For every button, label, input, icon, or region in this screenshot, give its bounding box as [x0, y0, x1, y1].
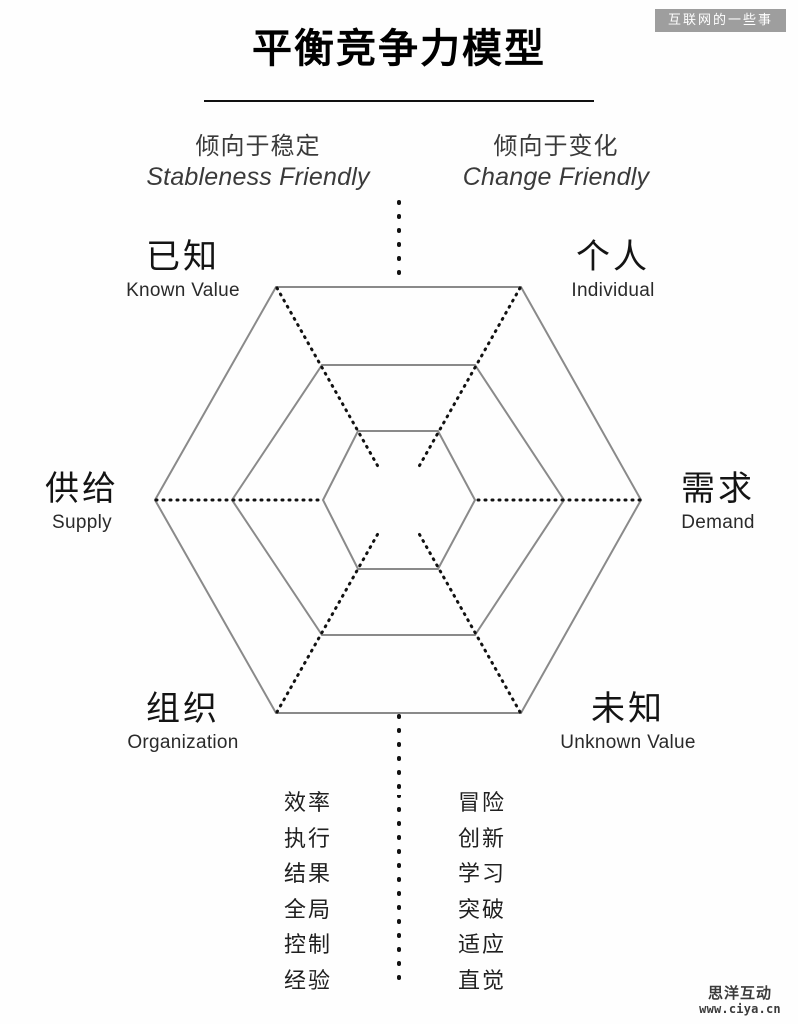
axis-label-demand-en: Demand [681, 512, 755, 533]
keyword-stableness-1: 执行 [283, 826, 332, 852]
title-divider [204, 100, 594, 102]
dotted-axis-organization [275, 528, 382, 714]
axis-label-demand: 需求 Demand [640, 468, 796, 536]
keyword-change-4: 适应 [457, 933, 506, 958]
axis-label-organization-cn: 组织 [146, 689, 220, 729]
subhead-stableness-en: Stableness Friendly [146, 163, 370, 191]
keyword-column-stableness: 效率执行结果全局控制经验 [248, 786, 368, 999]
subhead-stableness-cn: 倾向于稳定 [195, 132, 321, 160]
watermark-bottom-cn: 思洋互动 [707, 984, 772, 1002]
axis-label-known-value-en: Known Value [126, 280, 240, 301]
keyword-change-2: 学习 [457, 862, 506, 887]
subhead-change-cn: 倾向于变化 [493, 132, 619, 160]
center-divider-lower [397, 795, 401, 989]
keyword-change-0: 冒险 [457, 791, 506, 816]
keyword-change-5: 直觉 [457, 968, 506, 994]
keyword-stableness-0: 效率 [283, 791, 332, 816]
watermark-top-right: 互联网的一些事 [655, 9, 786, 32]
axis-label-known-value-cn: 已知 [146, 237, 220, 277]
hexagon-dotted-axes [154, 286, 642, 714]
keyword-stableness-3: 全局 [283, 897, 332, 923]
axis-label-supply: 供给 Supply [4, 468, 160, 536]
keyword-column-change: 冒险创新学习突破适应直觉 [422, 786, 542, 999]
keyword-change-1: 创新 [457, 826, 506, 852]
axis-label-individual-en: Individual [571, 280, 655, 301]
axis-label-unknown-value-cn: 未知 [591, 689, 665, 729]
watermark-bottom-right: 思洋互动 www.ciya.cn [686, 984, 794, 1017]
axis-label-known-value: 已知 Known Value [78, 236, 288, 304]
hexagon-inner-ring [321, 430, 477, 570]
axis-label-individual-cn: 个人 [576, 237, 650, 277]
dotted-axis-known-value [275, 286, 382, 472]
axis-label-supply-en: Supply [52, 512, 112, 533]
subhead-stableness: 倾向于稳定 Stableness Friendly [108, 131, 408, 193]
axis-label-unknown-value-en: Unknown Value [560, 732, 696, 753]
subhead-change-en: Change Friendly [462, 163, 650, 191]
page-title: 平衡竞争力模型 [252, 26, 546, 72]
axis-label-demand-cn: 需求 [681, 469, 755, 509]
keyword-stableness-4: 控制 [283, 933, 332, 958]
axis-label-supply-cn: 供给 [45, 469, 119, 509]
keyword-stableness-5: 经验 [283, 968, 332, 994]
axis-label-unknown-value: 未知 Unknown Value [518, 688, 738, 756]
axis-label-organization-en: Organization [127, 732, 239, 753]
keyword-stableness-2: 结果 [283, 862, 332, 887]
axis-label-individual: 个人 Individual [508, 236, 718, 304]
dotted-axis-individual [415, 286, 522, 472]
subhead-change: 倾向于变化 Change Friendly [406, 131, 706, 193]
dotted-axis-unknown-value [415, 528, 522, 714]
axis-label-organization: 组织 Organization [78, 688, 288, 756]
watermark-bottom-url: www.ciya.cn [699, 1002, 781, 1016]
hexagon-diagram [153, 200, 643, 800]
keyword-change-3: 突破 [457, 897, 506, 923]
